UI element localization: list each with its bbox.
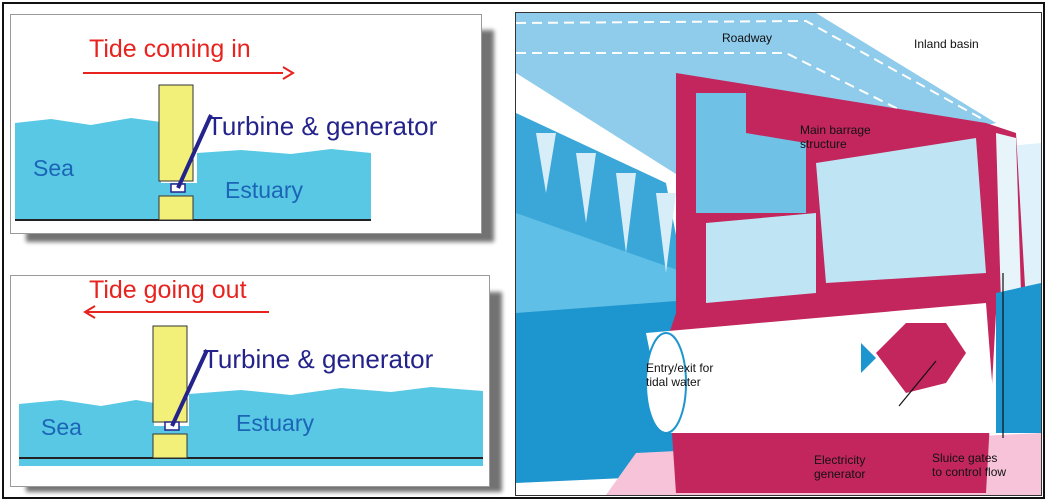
turbine-pointer-line bbox=[170, 349, 209, 427]
main-barrage-label-line2: structure bbox=[800, 137, 847, 151]
top-panel-drawing bbox=[15, 66, 371, 221]
barrage-illustration bbox=[516, 13, 1041, 495]
estuary-water bbox=[197, 149, 371, 220]
roadway-label: Roadway bbox=[722, 31, 773, 45]
turbine-generator-label: Turbine & generator bbox=[203, 344, 434, 374]
tide-coming-in-label: Tide coming in bbox=[89, 35, 251, 63]
sluice-gates-label: Sluice gates to control flow bbox=[932, 451, 1006, 479]
bottom-panel-drawing bbox=[19, 305, 483, 466]
electricity-generator-label-line1: Electricity bbox=[814, 453, 866, 467]
sea-water bbox=[15, 118, 161, 220]
sea-label: Sea bbox=[33, 155, 74, 181]
entry-exit-label-line2: tidal water bbox=[646, 375, 701, 389]
turbine-generator-label: Turbine & generator bbox=[207, 111, 438, 141]
inland-basin-label: Inland basin bbox=[914, 37, 979, 51]
entry-exit-label-line1: Entry/exit for bbox=[646, 361, 714, 375]
bottom-tide-panel: Tide going out Turbine & generator Sea E… bbox=[10, 275, 490, 487]
top-tide-panel: Tide coming in Turbine & generator Sea E… bbox=[10, 14, 482, 234]
entry-exit-label: Entry/exit for tidal water bbox=[646, 361, 713, 389]
sluice-gate bbox=[996, 283, 1041, 433]
estuary-water bbox=[189, 387, 483, 466]
electricity-generator-icon bbox=[876, 323, 966, 393]
sea-water bbox=[19, 400, 154, 466]
main-barrage-label: Main barrage structure bbox=[800, 123, 871, 151]
tide-going-out-label: Tide going out bbox=[89, 276, 247, 304]
barrage-cutaway-panel: Roadway Inland basin Main barrage struct… bbox=[515, 12, 1042, 496]
main-barrage-label-line1: Main barrage bbox=[800, 123, 871, 137]
dam-lower bbox=[152, 433, 188, 459]
sluice-gates-label-line1: Sluice gates bbox=[932, 451, 998, 465]
tide-out-arrowhead-icon bbox=[83, 305, 96, 319]
estuary-label: Estuary bbox=[236, 410, 314, 436]
tide-in-arrowhead-icon bbox=[282, 66, 295, 80]
estuary-label: Estuary bbox=[225, 177, 303, 203]
sea-label: Sea bbox=[41, 414, 82, 440]
dam-lower bbox=[158, 195, 194, 221]
electricity-generator-label-line2: generator bbox=[814, 467, 866, 481]
electricity-generator-label: Electricity generator bbox=[814, 453, 865, 481]
turbine-pointer-line bbox=[176, 114, 213, 189]
sluice-gates-label-line2: to control flow bbox=[932, 465, 1007, 479]
